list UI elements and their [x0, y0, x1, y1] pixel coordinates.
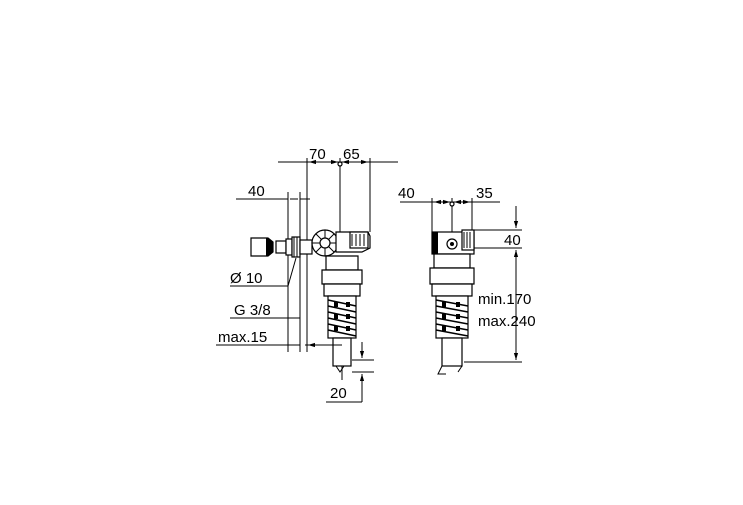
dim-bottom-20: 20: [330, 385, 347, 402]
side-view: 40 35 40 min.170 max.240: [398, 185, 536, 375]
dim-max240: max.240: [478, 313, 536, 330]
dim-diameter-10: Ø 10: [230, 270, 263, 287]
dim-side-35: 35: [476, 185, 493, 202]
dim-top-65: 65: [343, 146, 360, 163]
side-float-housing: [431, 283, 473, 297]
dim-left-40: 40: [248, 183, 265, 200]
dim-side-40-left: 40: [398, 185, 415, 202]
dim-min170: min.170: [478, 291, 531, 308]
front-view: 70 65 40 Ø 10 G 3/8 max.15 20: [216, 146, 398, 403]
corrugated-body-front: [327, 295, 357, 339]
center-mark: [337, 161, 343, 167]
float-housing: [323, 283, 361, 297]
dim-max15: max.15: [218, 329, 267, 346]
corrugated-body-side: [435, 295, 469, 339]
dim-top-70: 70: [309, 146, 326, 163]
dim-side-40-right: 40: [504, 232, 521, 249]
dim-thread-g38: G 3/8: [234, 302, 271, 319]
